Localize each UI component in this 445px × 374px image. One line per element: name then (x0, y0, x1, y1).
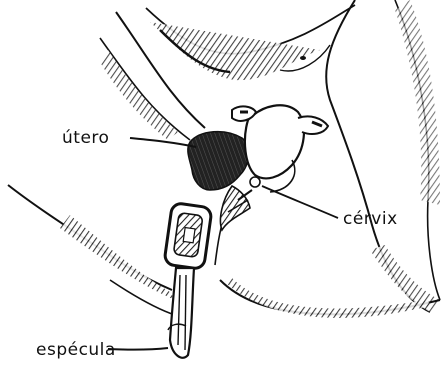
especula-label: espécula (36, 340, 116, 360)
uterine-outline (232, 105, 328, 192)
utero-leader-line (130, 138, 196, 147)
lower-body-outline (215, 200, 440, 318)
left-thigh-lower (8, 185, 175, 315)
cervix (250, 177, 260, 187)
utero-label: útero (62, 128, 109, 148)
right-thigh (280, 0, 440, 312)
cervix-leader-line (262, 186, 338, 218)
cervix-label: cérvix (343, 209, 398, 229)
uterus (188, 132, 249, 190)
